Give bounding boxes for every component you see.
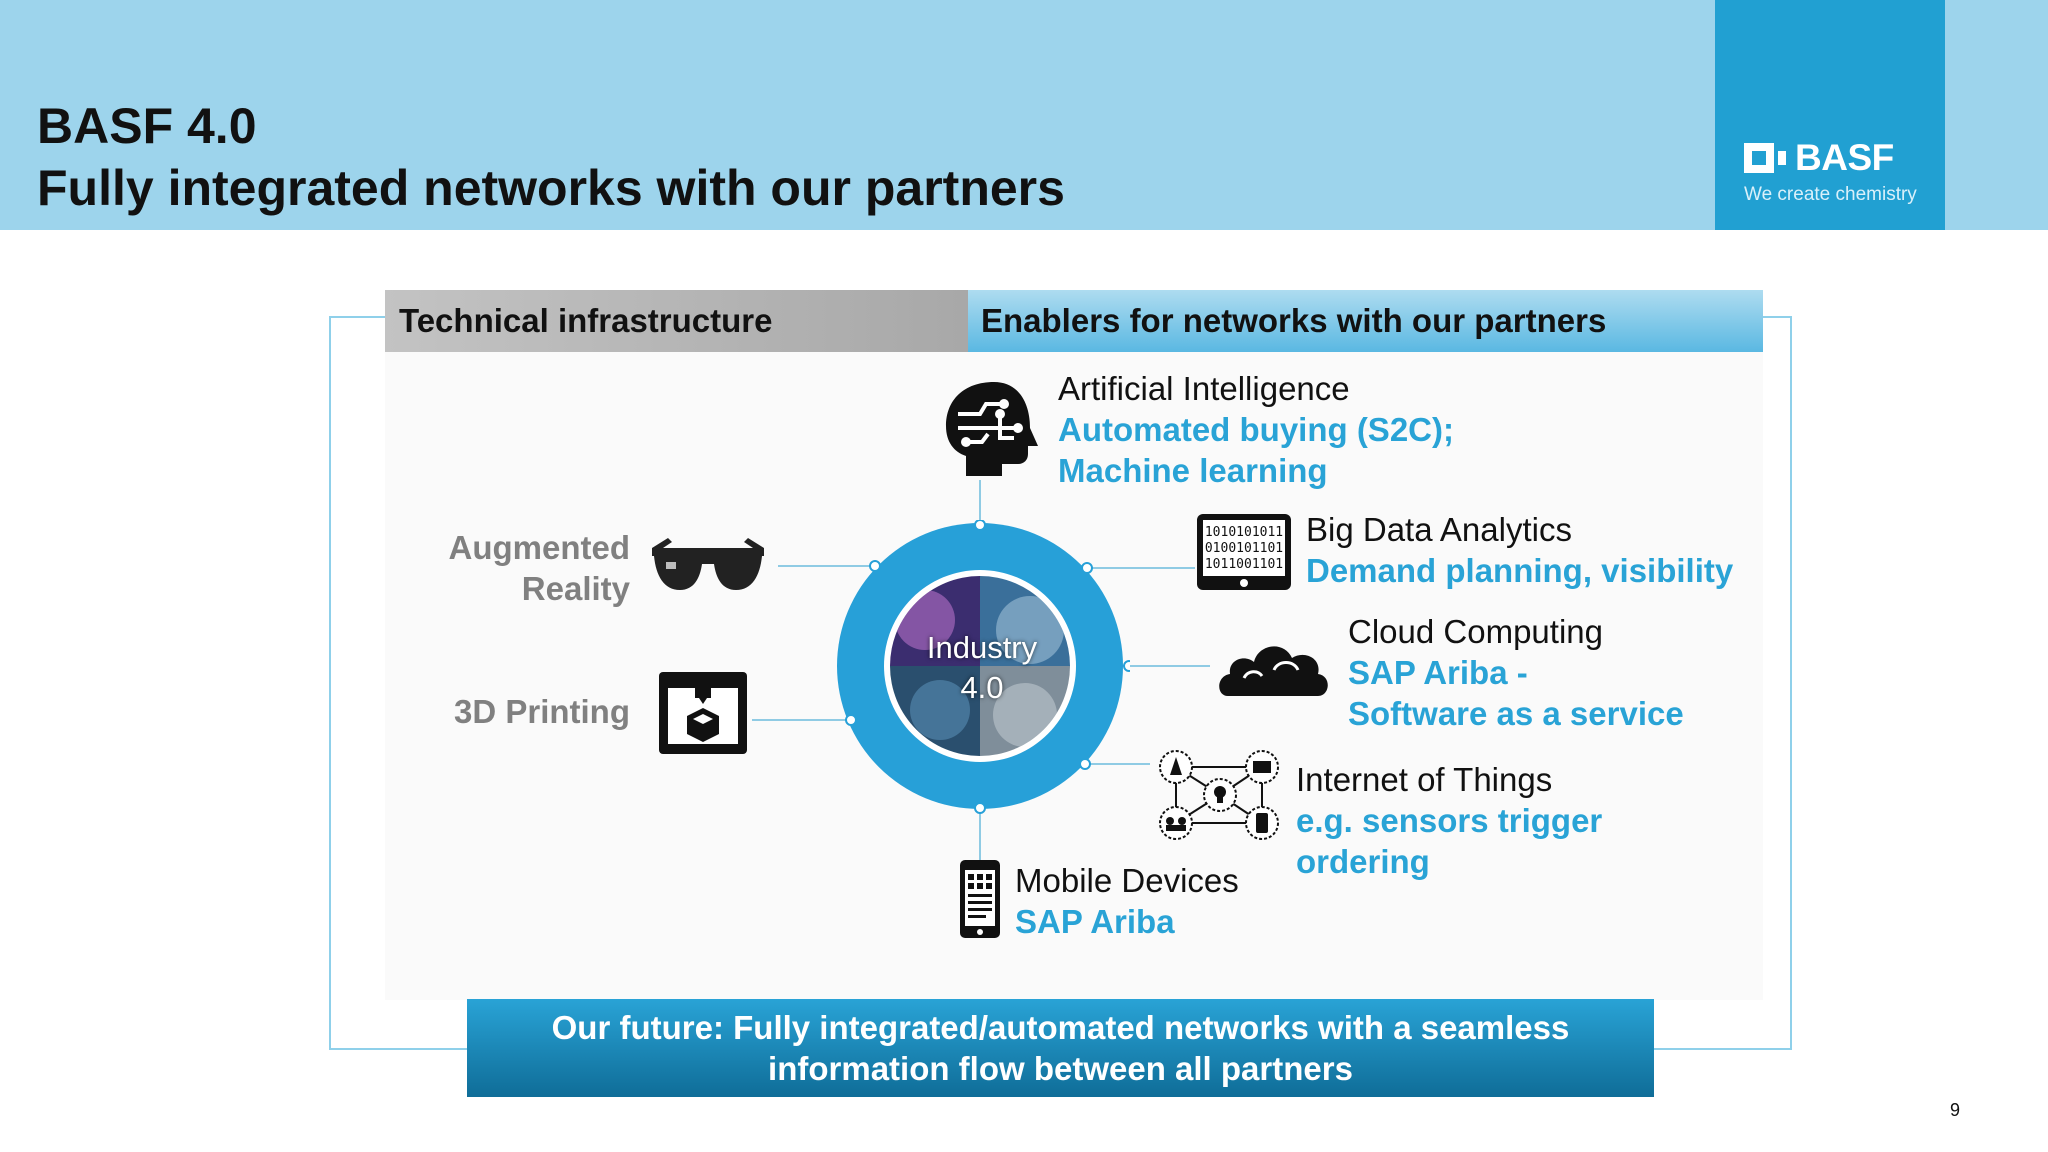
iot-title: Internet of Things [1296,761,1553,798]
big-data-detail: Demand planning, visibility [1306,552,1734,589]
svg-text:0100101101: 0100101101 [1205,541,1283,556]
logo-wordmark: BASF [1795,137,1894,178]
industry-ring [837,520,1130,814]
basf-square-logo-icon [1744,143,1786,173]
industry-label-line2: 4.0 [960,670,1004,705]
iot-detail-2: ordering [1296,843,1430,880]
ar-glasses-icon [652,538,764,590]
svg-text:1010101011: 1010101011 [1205,525,1283,540]
3d-printer-icon [659,672,747,754]
page-title: BASF 4.0 Fully integrated networks with … [37,95,1065,219]
big-data-text: Big Data Analytics Demand planning, visi… [1306,509,1733,591]
ai-brain-icon [946,382,1038,476]
mobile-text: Mobile Devices SAP Ariba [1015,860,1239,942]
title-line-1: BASF 4.0 [37,98,257,154]
industry-label: Industry 4.0 [882,628,1082,708]
cloud-icon [1219,646,1328,696]
future-statement-banner: Our future: Fully integrated/automated n… [467,999,1654,1097]
future-line-1: Our future: Fully integrated/automated n… [551,1009,1570,1046]
industry-label-line1: Industry [926,630,1038,665]
mobile-title: Mobile Devices [1015,862,1239,899]
cloud-detail-1: SAP Ariba - [1348,654,1528,691]
ar-label: Augmented Reality [420,527,631,609]
iot-network-icon [1159,750,1279,840]
ai-text: Artificial Intelligence Automated buying… [1058,368,1454,491]
ar-label-line2: Reality [521,570,630,607]
logo-tagline: We create chemistry [1744,184,1917,205]
ai-detail-1: Automated buying (S2C); [1058,411,1454,448]
big-data-title: Big Data Analytics [1306,511,1572,548]
mobile-detail: SAP Ariba [1015,903,1175,940]
page-number: 9 [1950,1100,1961,1120]
enablers-header: Enablers for networks with our partners [968,290,1763,352]
future-line-2: information flow between all partners [768,1050,1353,1087]
iot-detail-1: e.g. sensors trigger [1296,802,1603,839]
ai-detail-2: Machine learning [1058,452,1328,489]
iot-text: Internet of Things e.g. sensors trigger … [1296,759,1602,882]
big-data-tablet-icon: 1010101011 0100101101 1011001101 [1197,514,1291,590]
ar-label-line1: Augmented [448,529,631,566]
cloud-detail-2: Software as a service [1348,695,1684,732]
technical-infrastructure-header: Technical infrastructure [385,290,968,352]
basf-logo: BASF We create chemistry [1715,0,1945,230]
svg-text:1011001101: 1011001101 [1205,557,1283,572]
title-line-2: Fully integrated networks with our partn… [37,160,1065,216]
ai-title: Artificial Intelligence [1058,370,1350,407]
3d-printing-label: 3D Printing [453,693,630,730]
smartphone-icon [960,860,1000,938]
header-band [0,0,2048,230]
cloud-text: Cloud Computing SAP Ariba - Software as … [1348,611,1684,734]
cloud-title: Cloud Computing [1348,613,1603,650]
